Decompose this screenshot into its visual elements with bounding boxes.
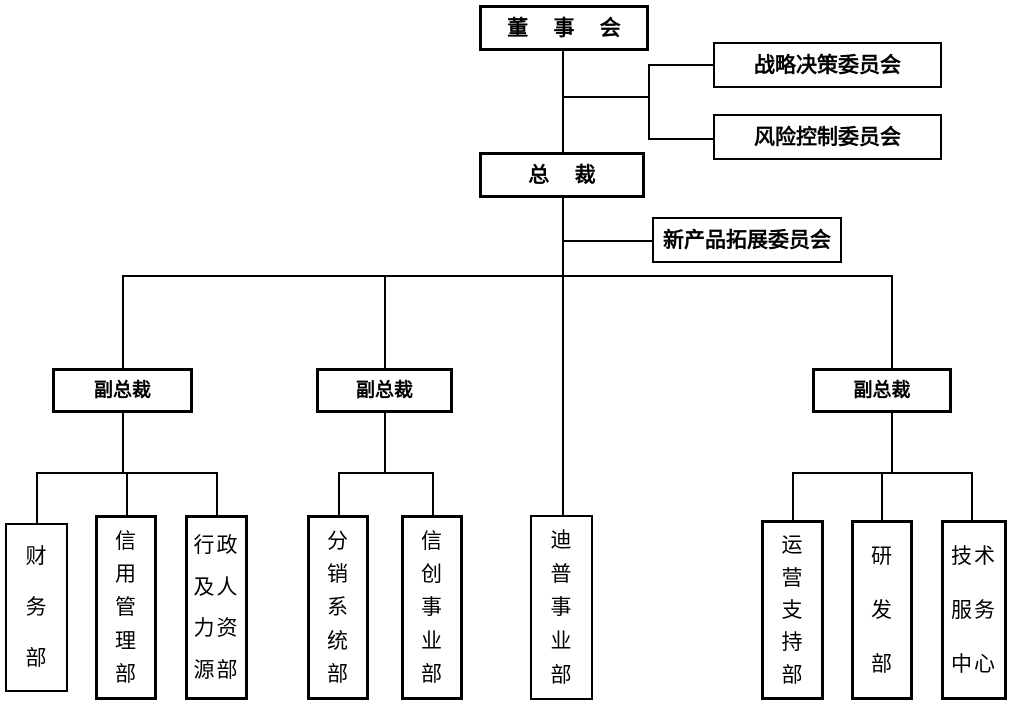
connector-vp1-to-credit (126, 472, 128, 524)
vertical-text-row: 及人 (193, 574, 240, 599)
node-vp1[interactable]: 副总裁 (52, 368, 193, 413)
connector-vp3-stem (891, 412, 893, 474)
dept-finance-stack: 财务部 (7, 531, 66, 684)
vertical-text-row: 技术 (951, 543, 997, 568)
connector-committee-spine (648, 64, 650, 140)
node-dept-distribution[interactable]: 分销系统部 (307, 515, 369, 700)
vertical-text-row: 中心 (951, 651, 997, 676)
connector-vp3-to-operations (792, 472, 794, 524)
vertical-text-row: 分 (327, 528, 349, 553)
node-dept-rd[interactable]: 研发部 (851, 520, 913, 700)
connector-vp3-to-rd (881, 472, 883, 524)
node-dept-finance[interactable]: 财务部 (5, 523, 68, 692)
vertical-text-row: 支 (781, 597, 804, 622)
node-president[interactable]: 总 裁 (479, 152, 645, 198)
vertical-text-row: 信 (421, 528, 443, 553)
vertical-text-row: 事 (421, 595, 443, 620)
vertical-text-row: 营 (781, 565, 804, 590)
connector-vp1-to-admin-hr (216, 472, 218, 524)
dept-distribution-stack: 分销系统部 (310, 524, 366, 691)
vertical-text-row: 财 (25, 544, 48, 569)
vertical-text-row: 部 (550, 663, 573, 688)
node-vp2[interactable]: 副总裁 (316, 368, 453, 413)
node-risk-committee-label: 风险控制委员会 (754, 124, 901, 149)
vertical-text-row: 部 (781, 662, 804, 687)
node-dept-xinchuang[interactable]: 信创事业部 (401, 515, 463, 700)
connector-vp1-stem (122, 412, 124, 474)
vertical-text-row: 业 (421, 628, 443, 653)
connector-vp2-stem (384, 412, 386, 474)
node-dept-operations[interactable]: 运营支持部 (761, 520, 824, 700)
connector-vp2-to-xinchuang (432, 472, 434, 524)
node-dept-credit[interactable]: 信用管理部 (95, 515, 157, 700)
connector-vp2-bus (338, 472, 434, 474)
connector-to-risk-committee (648, 138, 714, 140)
vertical-text-row: 管 (115, 595, 137, 620)
node-new-product-committee[interactable]: 新产品拓展委员会 (652, 217, 842, 263)
node-dept-admin-hr[interactable]: 行政及人力资源部 (185, 515, 248, 700)
vertical-text-row: 行政 (193, 532, 240, 557)
vertical-text-row: 事 (550, 595, 573, 620)
connector-bus-to-vp1 (122, 275, 124, 368)
connector-to-new-product-committee (562, 240, 653, 242)
vertical-text-row: 务 (25, 595, 48, 620)
vertical-text-row: 部 (421, 662, 443, 687)
vertical-text-row: 系 (327, 595, 349, 620)
connector-board-to-committees (562, 96, 650, 98)
dept-dptech-stack: 迪普事业部 (532, 523, 591, 692)
connector-board-to-president (562, 50, 564, 152)
node-vp3-label: 副总裁 (853, 379, 911, 401)
dept-xinchuang-stack: 信创事业部 (404, 524, 460, 691)
connector-vp1-to-finance (36, 472, 38, 524)
node-vp3[interactable]: 副总裁 (812, 368, 952, 413)
dept-credit-stack: 信用管理部 (98, 524, 154, 691)
node-president-label: 总 裁 (528, 162, 606, 187)
node-vp1-label: 副总裁 (93, 379, 151, 401)
connector-main-bus (124, 275, 893, 277)
dept-rd-stack: 研发部 (854, 529, 910, 691)
node-board-label: 董 事 会 (507, 15, 631, 40)
vertical-text-row: 部 (327, 662, 349, 687)
vertical-text-row: 研 (871, 543, 893, 568)
vertical-text-row: 部 (115, 662, 137, 687)
vertical-text-row: 销 (327, 562, 349, 587)
vertical-text-row: 运 (781, 533, 804, 558)
node-strategy-committee[interactable]: 战略决策委员会 (713, 42, 942, 88)
vertical-text-row: 部 (871, 651, 893, 676)
vertical-text-row: 迪 (550, 527, 573, 552)
dept-admin-hr-stack: 行政及人力资源部 (188, 524, 245, 691)
node-new-product-committee-label: 新产品拓展委员会 (663, 227, 831, 252)
dept-operations-stack: 运营支持部 (764, 529, 821, 691)
node-dept-dptech[interactable]: 迪普事业部 (530, 515, 593, 700)
connector-to-strategy-committee (648, 64, 714, 66)
vertical-text-row: 信 (115, 528, 137, 553)
vertical-text-row: 持 (781, 630, 804, 655)
vertical-text-row: 统 (327, 628, 349, 653)
node-dept-tech-service[interactable]: 技术服务中心 (941, 520, 1007, 700)
node-strategy-committee-label: 战略决策委员会 (754, 52, 901, 77)
vertical-text-row: 创 (421, 562, 443, 587)
connector-vp3-to-techservice (971, 472, 973, 524)
connector-bus-to-vp2 (384, 275, 386, 368)
vertical-text-row: 部 (25, 646, 48, 671)
vertical-text-row: 理 (115, 628, 137, 653)
connector-vp2-to-distribution (338, 472, 340, 524)
node-board-of-directors[interactable]: 董 事 会 (479, 5, 649, 51)
vertical-text-row: 用 (115, 562, 137, 587)
node-vp2-label: 副总裁 (355, 379, 413, 401)
vertical-text-row: 力资 (193, 616, 240, 641)
connector-bus-to-vp3 (891, 275, 893, 368)
vertical-text-row: 业 (550, 629, 573, 654)
connector-president-trunk (562, 198, 564, 524)
dept-tech-service-stack: 技术服务中心 (944, 529, 1004, 691)
vertical-text-row: 发 (871, 597, 893, 622)
vertical-text-row: 普 (550, 561, 573, 586)
vertical-text-row: 服务 (951, 597, 997, 622)
node-risk-committee[interactable]: 风险控制委员会 (713, 114, 942, 160)
vertical-text-row: 源部 (193, 658, 240, 683)
